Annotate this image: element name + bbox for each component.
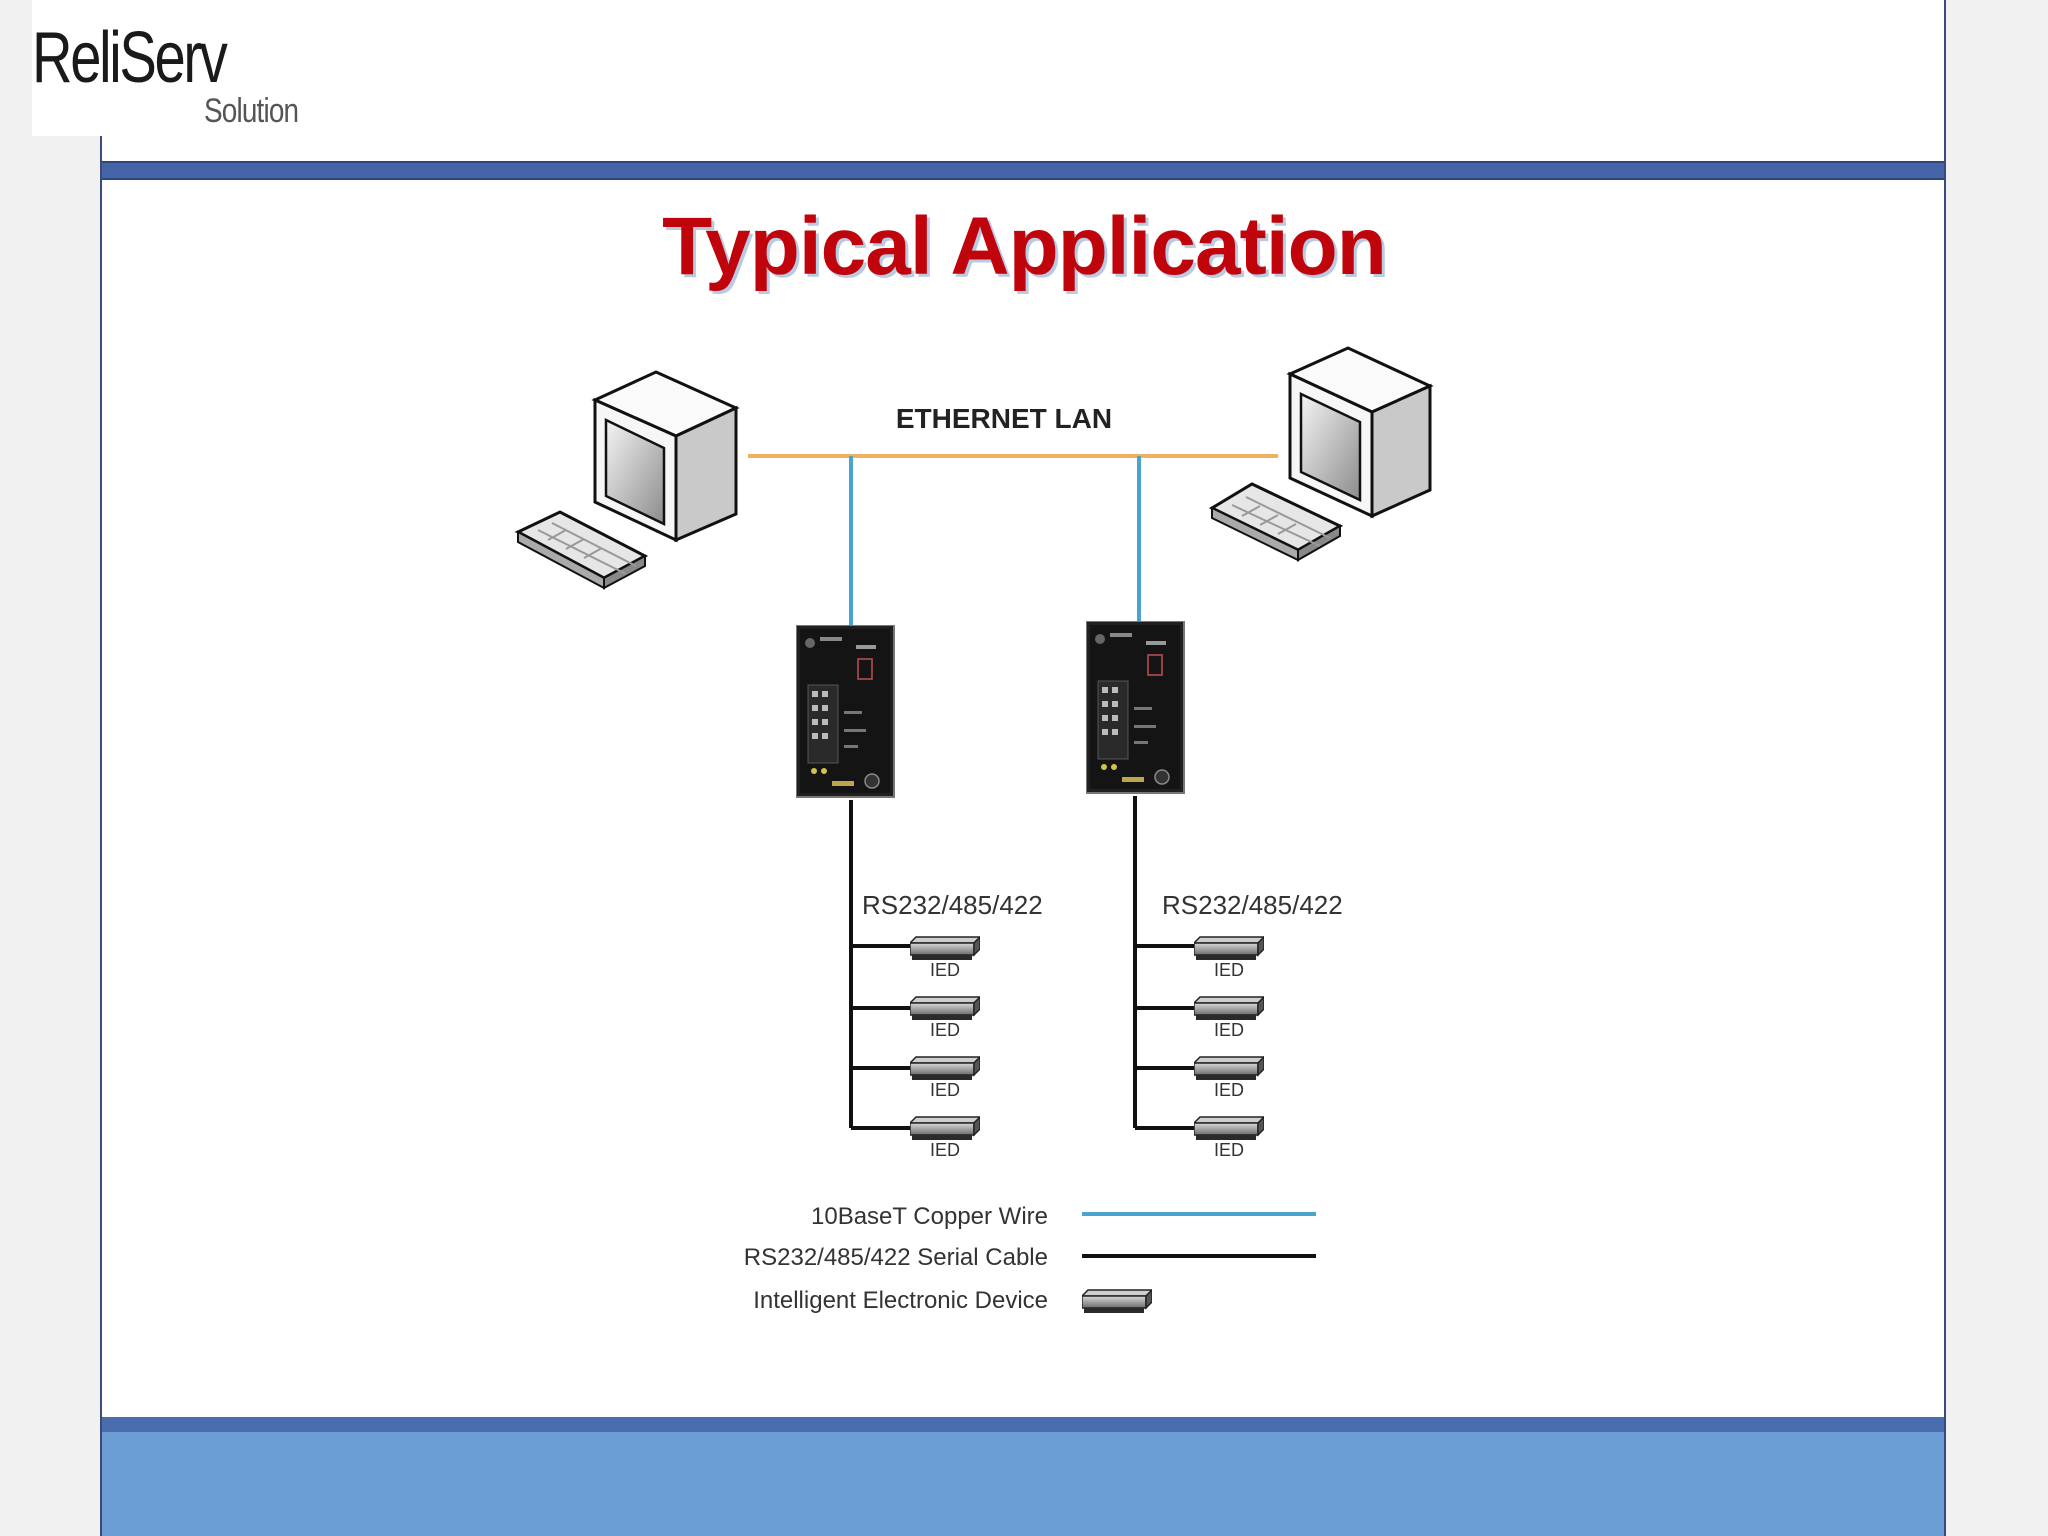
ied-label: IED: [1214, 960, 1244, 980]
computer-left: [514, 370, 740, 590]
ied-label: IED: [930, 1140, 960, 1160]
footer-rule: [102, 1417, 1944, 1432]
ied-label: IED: [930, 1020, 960, 1040]
logo-background: [32, 0, 102, 136]
logo-tagline: Solution: [204, 92, 299, 130]
ied-device-icon: [910, 996, 980, 1021]
ied-device-icon: [910, 1116, 980, 1141]
ied-label: IED: [1214, 1020, 1244, 1040]
left-margin: [0, 0, 102, 1536]
ied-label: IED: [1214, 1080, 1244, 1100]
bus-label-left: RS232/485/422: [862, 890, 1043, 920]
serial-server-right: [1086, 621, 1185, 794]
ethernet-lan-label: ETHERNET LAN: [896, 403, 1112, 434]
company-logo: ReliServ Solution: [32, 18, 299, 130]
ied-device-icon: [1194, 936, 1264, 961]
ied-device-icon: [1194, 1116, 1264, 1141]
header-band: [102, 161, 1944, 180]
serial-server-left: [796, 625, 895, 798]
footer-band: [102, 1432, 1944, 1536]
legend-label-serial: RS232/485/422 Serial Cable: [744, 1244, 1048, 1271]
serial-bus-left: [849, 800, 912, 1130]
ied-label: IED: [930, 1080, 960, 1100]
legend-device-icon: [1082, 1289, 1152, 1314]
ied-label: IED: [1214, 1140, 1244, 1160]
logo-name: ReliServ: [32, 18, 228, 98]
ied-device-icon: [1194, 996, 1264, 1021]
ied-device-icon: [910, 1056, 980, 1081]
slide-title: Typical Application: [662, 201, 1387, 292]
serial-bus-right: [1133, 796, 1196, 1130]
legend: 10BaseT Copper Wire RS232/485/422 Serial…: [744, 1203, 1316, 1314]
legend-label-copper: 10BaseT Copper Wire: [811, 1203, 1048, 1230]
ied-label: IED: [930, 960, 960, 980]
bus-label-right: RS232/485/422: [1162, 890, 1343, 920]
right-margin: [1944, 0, 2048, 1536]
ied-device-icon: [1194, 1056, 1264, 1081]
legend-label-device: Intelligent Electronic Device: [753, 1287, 1048, 1314]
ied-device-icon: [910, 936, 980, 961]
computer-right: [1208, 346, 1434, 562]
